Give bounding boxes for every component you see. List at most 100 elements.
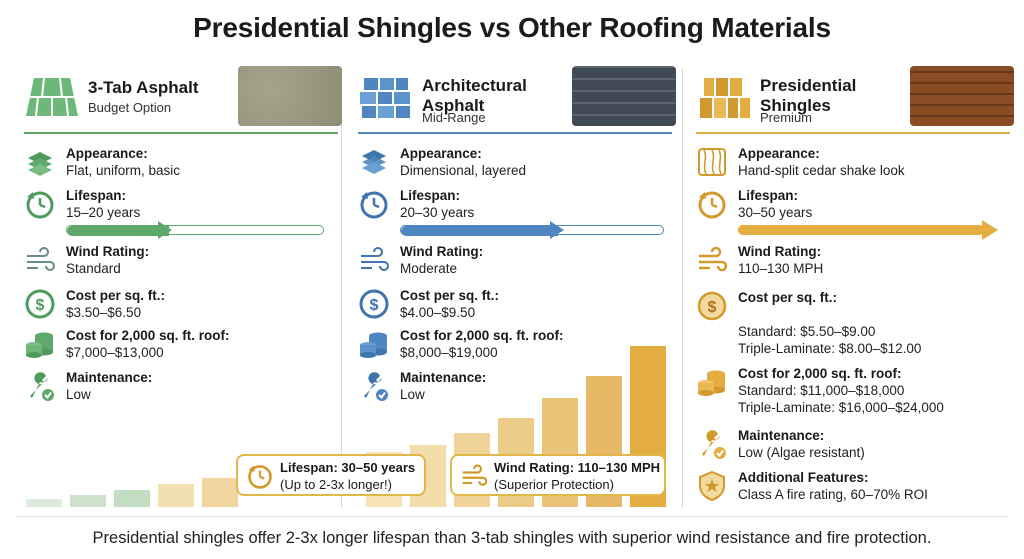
- row-cost-roof: Cost for 2,000 sq. ft. roof: $7,000–$13,…: [24, 328, 342, 368]
- arrow-head-icon: [982, 220, 998, 240]
- row-appearance: Appearance: Dimensional, layered: [358, 146, 676, 186]
- column-divider: [341, 68, 342, 508]
- column-presidential: Presidential Shingles Premium Appearance…: [688, 64, 1014, 512]
- column-header: 3-Tab Asphalt Budget Option: [16, 64, 342, 130]
- row-label: Cost per sq. ft.:: [66, 288, 166, 303]
- row-label: Wind Rating:: [400, 244, 484, 259]
- header-rule: [358, 132, 672, 134]
- column-header: Architectural Asphalt Mid-Range: [350, 64, 676, 130]
- row-wind: Wind Rating: 110–130 MPH: [696, 244, 1014, 284]
- row-cost-roof: Cost for 2,000 sq. ft. roof: $8,000–$19,…: [358, 328, 676, 368]
- column-tier: Mid-Range: [422, 110, 486, 125]
- step-bar: [70, 495, 106, 507]
- row-maintenance: Maintenance: Low: [358, 370, 676, 410]
- page-title: Presidential Shingles vs Other Roofing M…: [193, 12, 831, 43]
- coins-icon: [360, 332, 387, 358]
- row-wind: Wind Rating: Standard: [24, 244, 342, 284]
- row-value: 30–50 years: [738, 205, 813, 220]
- row-value: $7,000–$13,000: [66, 345, 164, 360]
- svg-text:$: $: [708, 299, 717, 316]
- clock-icon: [698, 191, 726, 219]
- header-rule: [696, 132, 1010, 134]
- row-label: Appearance:: [400, 146, 482, 161]
- lifespan-bar: [66, 225, 324, 236]
- clock-icon: [248, 465, 272, 489]
- row-value: Low (Algae resistant): [738, 445, 865, 460]
- row-value: Standard: [66, 261, 121, 276]
- arrow-head-icon: [158, 221, 172, 239]
- column-divider: [682, 68, 683, 508]
- lifespan-bar-fill: [67, 226, 170, 236]
- row-label: Lifespan:: [66, 188, 127, 203]
- row-value: Low: [66, 387, 91, 402]
- header-rule: [24, 132, 338, 134]
- column-tier: Budget Option: [88, 100, 172, 115]
- row-wind: Wind Rating: Moderate: [358, 244, 676, 284]
- material-swatch: [572, 66, 676, 126]
- column-name: Presidential Shingles: [760, 76, 856, 116]
- lifespan-bar: [400, 225, 664, 236]
- column-3tab: 3-Tab Asphalt Budget Option Appearance: …: [16, 64, 342, 512]
- row-value: Flat, uniform, basic: [66, 163, 181, 178]
- wrench-check-icon: [364, 372, 388, 401]
- row-label: Cost per sq. ft.:: [400, 288, 500, 303]
- row-value: 15–20 years: [66, 205, 141, 220]
- column-name: 3-Tab Asphalt: [88, 78, 199, 97]
- wood-grain-icon: [698, 148, 726, 176]
- wind-icon: [462, 464, 488, 486]
- coins-icon: [698, 370, 725, 396]
- row-value: 20–30 years: [400, 205, 475, 220]
- row-value: Low: [400, 387, 425, 402]
- svg-text:$: $: [36, 297, 45, 314]
- row-lifespan: Lifespan: 15–20 years: [24, 188, 342, 228]
- clock-icon: [26, 191, 54, 219]
- callout-title: Wind Rating: 110–130 MPH: [494, 460, 661, 475]
- row-label: Appearance:: [66, 146, 148, 161]
- column-architectural: Architectural Asphalt Mid-Range Appearan…: [350, 64, 676, 512]
- row-value-secondary: Triple-Laminate: $16,000–$24,000: [738, 400, 944, 415]
- row-value: Moderate: [400, 261, 458, 276]
- column-tier: Premium: [760, 110, 813, 125]
- flat-shingle-icon: [26, 77, 78, 117]
- wind-icon: [699, 246, 728, 272]
- footer-divider: [16, 516, 1008, 517]
- clock-icon: [360, 191, 388, 219]
- row-value: Class A fire rating, 60–70% ROI: [738, 487, 928, 502]
- row-maintenance: Maintenance: Low: [24, 370, 342, 410]
- callout-subtitle: (Up to 2-3x longer!): [280, 477, 392, 492]
- footer-summary: Presidential shingles offer 2-3x longer …: [92, 529, 932, 547]
- step-bar: [26, 499, 62, 507]
- lifespan-callout: Lifespan: 30–50 years (Up to 2-3x longer…: [236, 454, 426, 496]
- row-cost-roof: Cost for 2,000 sq. ft. roof: Standard: $…: [696, 366, 1014, 418]
- callout-subtitle: (Superior Protection): [494, 477, 614, 492]
- row-features: Additional Features: Class A fire rating…: [696, 470, 1014, 510]
- dollar-icon: $: [25, 289, 55, 319]
- row-value: $8,000–$19,000: [400, 345, 498, 360]
- row-value: Dimensional, layered: [400, 163, 527, 178]
- layers-icon: [362, 150, 386, 174]
- column-header: Presidential Shingles Premium: [688, 64, 1014, 130]
- arrow-head-icon: [550, 221, 564, 239]
- row-label: Cost for 2,000 sq. ft. roof:: [66, 328, 230, 343]
- wind-callout: Wind Rating: 110–130 MPH (Superior Prote…: [450, 454, 666, 496]
- row-label: Lifespan:: [738, 188, 799, 203]
- step-bar: [114, 490, 150, 507]
- row-value: $4.00–$9.50: [400, 305, 476, 320]
- coins-icon: [26, 332, 53, 358]
- row-label: Cost for 2,000 sq. ft. roof:: [400, 328, 564, 343]
- svg-text:$: $: [370, 297, 379, 314]
- layers-flat-icon: [28, 152, 52, 176]
- row-label: Appearance:: [738, 146, 820, 161]
- material-swatch: [238, 66, 342, 126]
- wrench-check-icon: [30, 372, 54, 401]
- row-value: Standard: $11,000–$18,000: [738, 383, 905, 398]
- row-value: Hand-split cedar shake look: [738, 163, 905, 178]
- column-name-line2: Shingles: [760, 96, 831, 115]
- callout-title: Lifespan: 30–50 years: [280, 460, 416, 475]
- row-label: Maintenance:: [66, 370, 153, 385]
- row-cost-sqft: $ Cost per sq. ft.: Standard: $5.50–$9.0…: [696, 290, 1014, 356]
- column-name-line2: Asphalt: [422, 96, 485, 115]
- row-label: Lifespan:: [400, 188, 461, 203]
- lifespan-bar-fill: [738, 225, 984, 235]
- row-label: Maintenance:: [738, 428, 825, 443]
